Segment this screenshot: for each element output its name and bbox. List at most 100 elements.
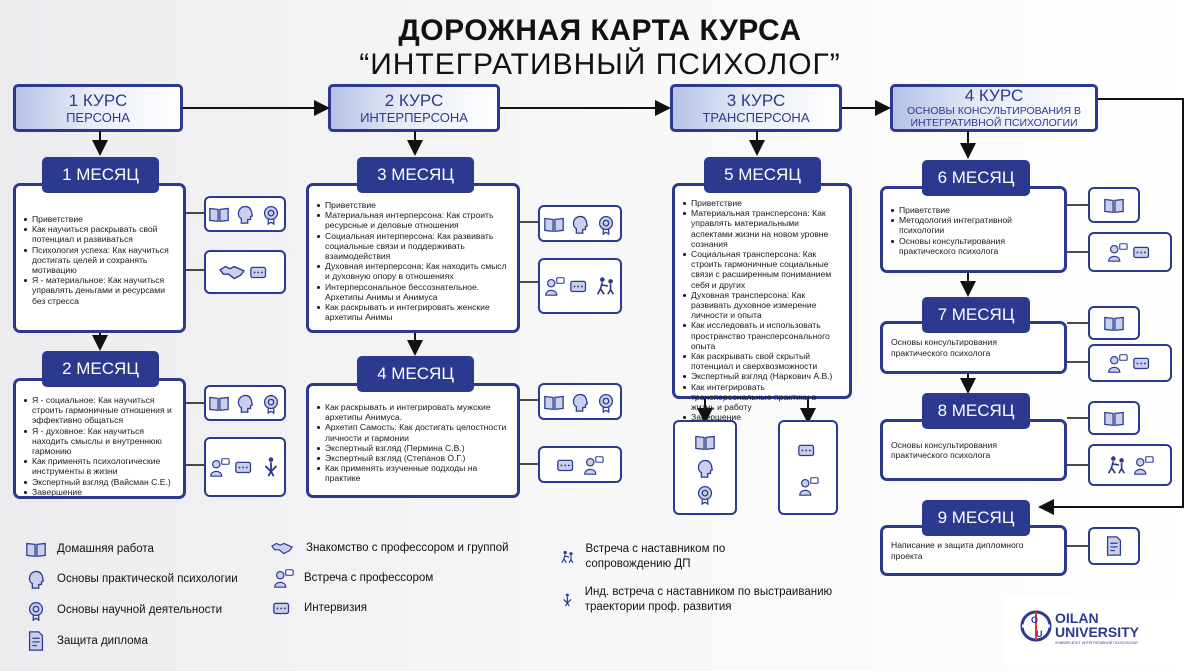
homework-icon [543, 213, 565, 235]
list-item: Экспертный взгляд (Степанов О.Г.) [317, 453, 509, 463]
svg-text:УНИВЕРСИТЕТ ИНТЕГРАТИВНОЙ ПСИХ: УНИВЕРСИТЕТ ИНТЕГРАТИВНОЙ ПСИХОЛОГИИ [1055, 641, 1138, 645]
homework-icon [208, 392, 230, 414]
course-number: 1 КУРС [68, 90, 128, 110]
legend-label: Встреча с профессором [304, 571, 434, 584]
activities-box [1088, 401, 1140, 435]
month-4-content: Как раскрывать и интегрировать мужские а… [306, 383, 520, 498]
month-2-content: Я - социальное: Как научиться строить га… [13, 378, 186, 499]
list-item: Как исследовать и использовать пространс… [683, 320, 841, 351]
list-item: Экспертный взгляд (Пермина С.В.) [317, 443, 509, 453]
activities-box [204, 385, 286, 421]
homework-icon [208, 203, 230, 225]
course-number: 4 КУРС [964, 86, 1024, 105]
activities-box [1088, 187, 1140, 223]
legend-label: Основы научной деятельности [57, 603, 223, 616]
list-item: Духовная интерперсона: Как находить смыс… [317, 261, 509, 281]
month-2-list: Я - социальное: Как научиться строить га… [24, 395, 175, 497]
intervision-icon [797, 439, 819, 461]
course-4: 4 КУРС ОСНОВЫ КОНСУЛЬТИРОВАНИЯ В ИНТЕГРА… [890, 84, 1098, 132]
month-8-content: Основы консультирования практического пс… [880, 419, 1067, 481]
research-icon [260, 203, 282, 226]
month-1-list: Приветствие Как научиться раскрывать сво… [24, 214, 175, 306]
month-3-content: Приветствие Материальная интерперсона: К… [306, 183, 520, 333]
list-item: Я - духовное: Как научиться находить смы… [24, 426, 175, 457]
month-1-content: Приветствие Как научиться раскрывать сво… [13, 183, 186, 333]
list-item: Завершение [683, 412, 841, 422]
course-number: 3 КУРС [726, 90, 786, 110]
intervision-icon [1132, 241, 1154, 263]
homework-icon [1103, 407, 1125, 429]
oilan-university-logo: O U OILAN UNIVERSITY УНИВЕРСИТЕТ ИНТЕГРА… [1003, 596, 1193, 666]
activities-box [204, 250, 286, 294]
list-item: Архетип Самость: Как достигать целостнос… [317, 422, 509, 443]
legend-item-individual: Инд. встреча с наставником по выстраиван… [560, 585, 850, 615]
month-6-content: Приветствие Методология интегративной пс… [880, 186, 1067, 273]
individual-mentor-icon [260, 456, 282, 478]
activities-box [538, 258, 622, 314]
intervision-icon [1132, 352, 1154, 374]
professor-meeting-icon [582, 454, 604, 476]
activities-box [1088, 527, 1140, 565]
activities-box [778, 420, 838, 515]
professor-meeting-icon [543, 275, 565, 297]
list-item: Интерперсональное бессознательное. Архет… [317, 282, 509, 302]
activities-box [1088, 232, 1172, 272]
list-item: Материальная трансперсона: Как управлять… [683, 208, 841, 249]
month-7-text: Основы консультирования практического пс… [891, 337, 997, 358]
diploma-icon [25, 630, 47, 652]
list-item: Основы консультирования практического пс… [891, 236, 1056, 256]
professor-meeting-icon [272, 567, 294, 589]
list-item: Приветствие [891, 205, 1056, 215]
practical-psychology-icon [569, 213, 591, 235]
research-icon [595, 213, 617, 235]
mentor-meeting-icon [595, 275, 617, 297]
practical-psychology-icon [234, 392, 256, 414]
activities-box [204, 196, 286, 232]
course-3: 3 КУРС ТРАНСПЕРСОНА [670, 84, 842, 132]
month-5-list: Приветствие Материальная трансперсона: К… [683, 198, 841, 422]
activities-box [673, 420, 737, 515]
list-item: Завершение [24, 487, 175, 497]
practical-psychology-icon [234, 203, 256, 225]
legend-item-mentor: Встреча с наставником по сопровождению Д… [560, 542, 760, 572]
homework-icon [1103, 194, 1125, 216]
list-item: Приветствие [683, 198, 841, 208]
handshake-icon [268, 537, 296, 559]
legend-label: Основы практической психологии [57, 572, 238, 585]
month-9-text: Написание и защита дипломного проекта [891, 540, 1024, 561]
page-subtitle: “ИНТЕГРАТИВНЫЙ ПСИХОЛОГ” [359, 48, 841, 81]
research-icon [25, 599, 47, 622]
research-icon [260, 392, 282, 415]
month-4-list: Как раскрывать и интегрировать мужские а… [317, 402, 509, 484]
legend-label: Встреча с наставником по сопровождению Д… [585, 543, 726, 570]
legend-label: Знакомство с профессором и группой [306, 541, 509, 554]
month-6-list: Приветствие Методология интегративной пс… [891, 205, 1056, 256]
intervision-icon [556, 454, 578, 476]
svg-text:UNIVERSITY: UNIVERSITY [1055, 624, 1140, 640]
svg-text:O: O [1031, 615, 1038, 625]
month-2-label: 2 МЕСЯЦ [42, 351, 159, 387]
activities-box [1088, 344, 1172, 382]
svg-text:OILAN: OILAN [1055, 610, 1099, 626]
list-item: Как раскрывать свой скрытый потенциал и … [683, 351, 841, 371]
handshake-icon [219, 259, 246, 285]
legend-item-professor: Встреча с профессором [272, 567, 433, 589]
list-item: Как интегрировать трансперсональные прак… [683, 382, 841, 413]
course-name: ПЕРСОНА [66, 109, 130, 125]
legend-item-intervision: Интервизия [272, 597, 367, 619]
intervision-icon [234, 456, 256, 478]
professor-meeting-icon [208, 456, 230, 478]
practical-psychology-icon [569, 391, 591, 413]
month-3-label: 3 МЕСЯЦ [357, 157, 474, 193]
month-3-list: Приветствие Материальная интерперсона: К… [317, 200, 509, 322]
intervision-icon [249, 261, 271, 283]
activities-box [538, 205, 622, 242]
course-name: ИНТЕРПЕРСОНА [360, 109, 468, 125]
legend-label: Инд. встреча с наставником по выстраиван… [584, 586, 833, 613]
diploma-icon [1103, 535, 1125, 557]
intervision-icon [272, 597, 294, 619]
mentor-meeting-icon [1106, 454, 1128, 476]
professor-meeting-icon [1106, 352, 1128, 374]
legend-label: Защита диплома [57, 634, 148, 647]
